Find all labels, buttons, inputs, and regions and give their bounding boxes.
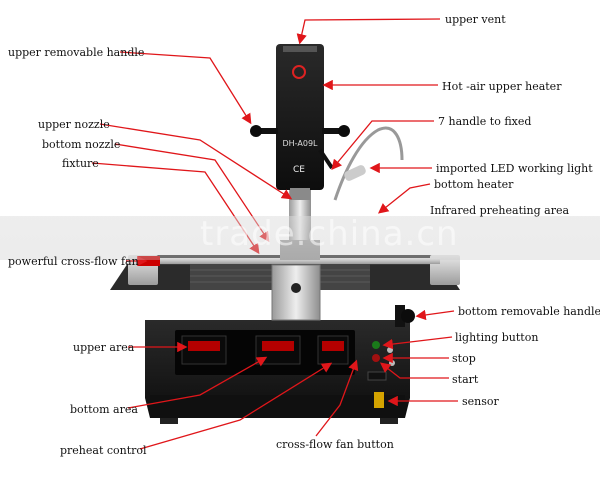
stop-button-dot — [372, 354, 380, 362]
label-upper-removable-handle: upper removable handle — [8, 46, 145, 59]
label-start: start — [452, 373, 479, 386]
label-preheat-control: preheat control — [60, 444, 147, 457]
watermark-band — [0, 216, 600, 260]
label-cross-flow-fan-button: cross-flow fan button — [276, 438, 394, 451]
led-working-light — [333, 126, 404, 201]
label-bottom-heater: bottom heater — [434, 178, 514, 191]
lighting-button-dot — [372, 341, 380, 349]
arrow-bottom-area — [127, 356, 268, 409]
bottom-heater-platform — [110, 255, 460, 327]
label-bottom-removable-handle: bottom removable handle — [458, 305, 600, 318]
label-fixture: fixture — [62, 157, 99, 170]
label-infrared-preheating-area: Infrared preheating area — [430, 204, 570, 217]
label-upper-area: upper area — [73, 341, 135, 354]
model-text: DH-A09L — [283, 139, 319, 148]
arrow-lighting-button — [382, 336, 453, 350]
label-upper-vent: upper vent — [445, 13, 506, 26]
ce-mark: CE — [293, 165, 305, 175]
label-stop: stop — [452, 352, 476, 365]
label-hot-air-upper-heater: Hot -air upper heater — [442, 80, 562, 93]
label-bottom-nozzle: bottom nozzle — [42, 138, 121, 151]
arrow-start — [379, 362, 449, 379]
arrow-upper-removable-handle — [119, 51, 252, 125]
label-imported-led-working-light: imported LED working light — [436, 162, 593, 175]
arrow-handle-to-fixed — [331, 120, 434, 171]
arrow-bottom-removable — [415, 309, 455, 321]
label-bottom-area: bottom area — [70, 403, 138, 416]
label-sensor: sensor — [462, 395, 499, 408]
arrow-preheat-control — [139, 362, 333, 450]
watermark-text: trade.china.cn — [200, 214, 459, 254]
label-handle-to-fixed: 7 handle to fixed — [438, 115, 532, 128]
label-upper-nozzle: upper nozzle — [38, 118, 110, 131]
arrow-upper-nozzle — [99, 123, 293, 200]
arrow-bottom-nozzle — [114, 143, 270, 243]
arrow-bottom-heater — [377, 183, 431, 214]
arrow-upper-vent — [296, 18, 441, 45]
sensor-port — [374, 392, 384, 408]
cross-flow-fan — [138, 256, 160, 266]
label-lighting-button: lighting button — [455, 331, 539, 344]
label-powerful-cross-flow-fan: powerful cross-flow fan — [8, 255, 139, 268]
arrow-cross-flow-fan-button — [315, 359, 359, 437]
